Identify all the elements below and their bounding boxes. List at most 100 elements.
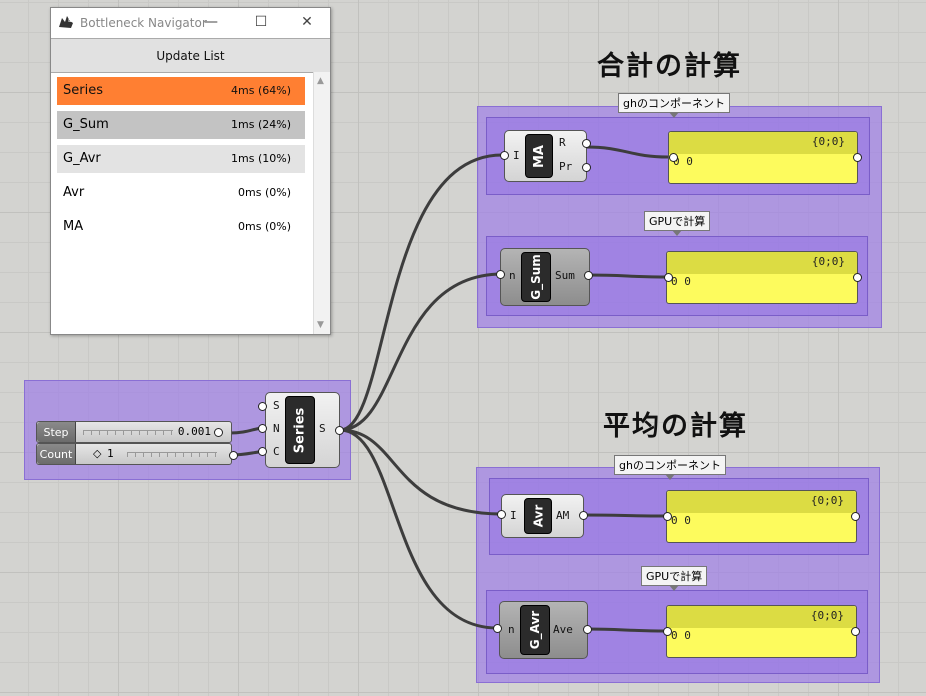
panel-gavr-value: 0 0: [671, 629, 691, 642]
bottleneck-navigator-window[interactable]: B Bottleneck Navigator — ☐ ✕ Update List…: [50, 7, 331, 335]
panel-gavr[interactable]: {0;0} 0 0: [666, 605, 857, 658]
gsum-output-sum: Sum: [555, 269, 575, 282]
ma-component[interactable]: I MA R Pr: [504, 130, 587, 182]
list-scrollbar[interactable]: ▲ ▼: [313, 72, 330, 334]
list-item-avr[interactable]: Avr 0ms (0%): [57, 179, 305, 207]
connection-port[interactable]: [853, 153, 862, 162]
list-item-time: 1ms (10%): [231, 152, 291, 165]
panel-ma[interactable]: {0;0} 0 0: [668, 131, 858, 184]
gavr-name: G_Avr: [528, 610, 543, 650]
panel-gsum-value: 0 0: [671, 275, 691, 288]
maximize-icon[interactable]: ☐: [254, 14, 268, 30]
gavr-core[interactable]: G_Avr: [520, 605, 550, 655]
sum-gpu-tag: GPUで計算: [644, 211, 711, 236]
step-slider-track[interactable]: [83, 430, 173, 435]
svg-text:B: B: [68, 17, 72, 24]
ma-output-pr: Pr: [559, 160, 573, 173]
rhino-icon: B: [58, 14, 74, 30]
panel-ma-value: 0 0: [673, 155, 693, 168]
avg-gpu-tag: GPUで計算: [641, 566, 708, 591]
update-list-button[interactable]: Update List: [51, 38, 330, 73]
list-item-series[interactable]: Series 4ms (64%): [57, 77, 305, 105]
gsum-component[interactable]: n G_Sum Sum: [500, 248, 590, 306]
series-core[interactable]: Series: [285, 396, 315, 464]
connection-port[interactable]: [258, 424, 267, 433]
window-title: Bottleneck Navigator: [80, 16, 207, 30]
ma-input-i: I: [513, 149, 520, 162]
list-item-ma[interactable]: MA 0ms (0%): [57, 213, 305, 241]
connection-port[interactable]: [258, 402, 267, 411]
series-output-s: S: [319, 422, 326, 435]
connection-port[interactable]: [663, 512, 672, 521]
gavr-input-n: n: [508, 623, 515, 636]
panel-gsum-title: {0;0}: [811, 255, 845, 268]
series-input-c: C: [273, 445, 280, 458]
connection-port[interactable]: [258, 447, 267, 456]
step-output-port[interactable]: [214, 428, 223, 437]
list-item-name: G_Avr: [63, 151, 101, 166]
list-item-name: G_Sum: [63, 117, 109, 132]
diamond-icon[interactable]: ◇: [93, 447, 102, 460]
gsum-name: G_Sum: [529, 254, 544, 300]
count-slider-value: 1: [107, 447, 114, 460]
connection-port[interactable]: [664, 273, 673, 282]
connection-port[interactable]: [851, 512, 860, 521]
minimize-icon[interactable]: —: [204, 14, 218, 30]
close-icon[interactable]: ✕: [301, 14, 313, 30]
list-item-gsum[interactable]: G_Sum 1ms (24%): [57, 111, 305, 139]
gavr-output-ave: Ave: [553, 623, 573, 636]
series-input-s: S: [273, 399, 280, 412]
panel-gsum[interactable]: {0;0} 0 0: [666, 251, 858, 304]
avr-core[interactable]: Avr: [524, 498, 552, 534]
list-item-name: Avr: [63, 185, 85, 200]
sum-gh-tag: ghのコンポーネント: [618, 93, 730, 118]
connection-port[interactable]: [335, 426, 344, 435]
step-slider[interactable]: Step 0.001: [36, 421, 232, 443]
avr-output-am: AM: [556, 509, 570, 522]
series-input-n: N: [273, 422, 280, 435]
connection-port[interactable]: [584, 271, 593, 280]
avr-input-i: I: [510, 509, 517, 522]
scroll-up-icon[interactable]: ▲: [317, 76, 324, 86]
connection-port[interactable]: [663, 627, 672, 636]
list-item-name: Series: [63, 83, 103, 98]
scroll-down-icon[interactable]: ▼: [317, 320, 324, 330]
window-titlebar[interactable]: B Bottleneck Navigator — ☐ ✕: [51, 8, 330, 38]
count-slider-track[interactable]: [127, 452, 217, 457]
series-name: Series: [292, 407, 308, 453]
list-item-gavr[interactable]: G_Avr 1ms (10%): [57, 145, 305, 173]
gsum-input-n: n: [509, 269, 516, 282]
panel-avr-value: 0 0: [671, 514, 691, 527]
connection-port[interactable]: [493, 624, 502, 633]
connection-port[interactable]: [669, 153, 678, 162]
panel-ma-title: {0;0}: [811, 135, 845, 148]
avg-gh-tag: ghのコンポーネント: [614, 455, 726, 480]
connection-port[interactable]: [583, 625, 592, 634]
panel-gavr-title: {0;0}: [810, 609, 844, 622]
list-item-time: 0ms (0%): [238, 220, 291, 233]
count-slider[interactable]: Count ◇ 1: [36, 443, 232, 465]
gavr-component[interactable]: n G_Avr Ave: [499, 601, 588, 659]
connection-port[interactable]: [851, 627, 860, 636]
panel-avr[interactable]: {0;0} 0 0: [666, 490, 857, 543]
wire-series-gavr: [339, 428, 498, 630]
step-slider-value: 0.001: [177, 425, 211, 438]
ma-output-r-port[interactable]: [582, 139, 591, 148]
ma-name: MA: [531, 144, 547, 168]
connection-port[interactable]: [497, 510, 506, 519]
avg-section-title: 平均の計算: [603, 411, 748, 442]
connection-port[interactable]: [853, 273, 862, 282]
connection-port[interactable]: [579, 511, 588, 520]
gsum-core[interactable]: G_Sum: [521, 252, 551, 302]
ma-core[interactable]: MA: [525, 134, 553, 178]
connection-port[interactable]: [500, 151, 509, 160]
series-component[interactable]: S N C Series S: [265, 392, 340, 468]
avr-component[interactable]: I Avr AM: [501, 494, 584, 538]
list-item-time: 4ms (64%): [231, 84, 291, 97]
avr-name: Avr: [530, 504, 545, 528]
ma-output-pr-port[interactable]: [582, 163, 591, 172]
step-slider-label: Step: [37, 422, 76, 442]
connection-port[interactable]: [229, 451, 238, 460]
connection-port[interactable]: [496, 270, 505, 279]
count-slider-label: Count: [37, 444, 76, 464]
